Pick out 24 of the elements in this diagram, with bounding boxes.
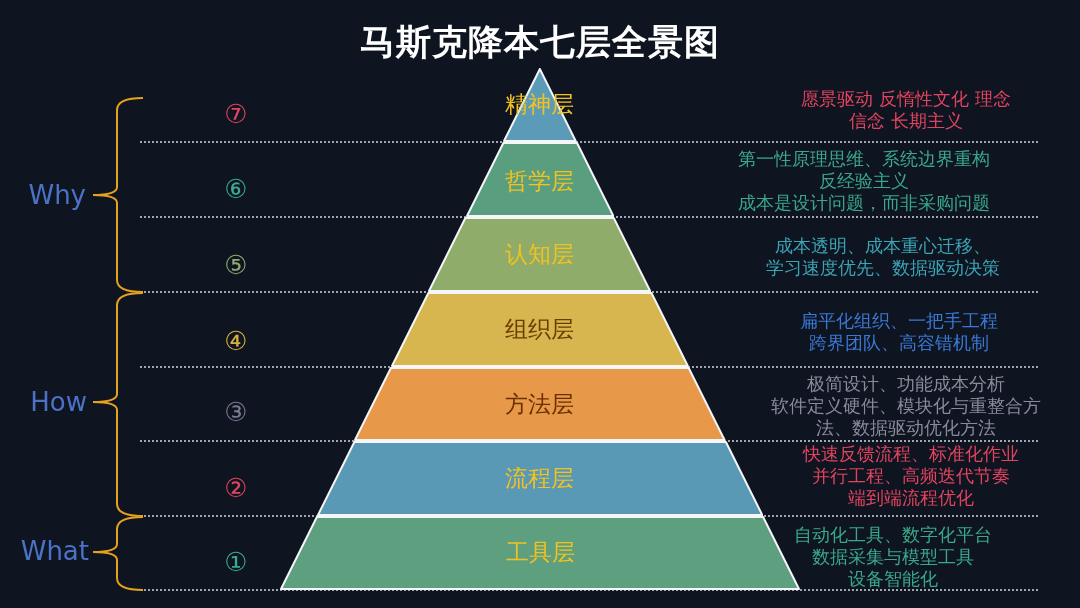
layer-label: 流程层: [505, 463, 575, 493]
layer-label: 工具层: [505, 537, 575, 567]
layer-description: 成本透明、成本重心迁移、学习速度优先、数据驱动决策: [766, 235, 1000, 279]
group-label: What: [20, 536, 89, 566]
layer-label: 哲学层: [505, 166, 575, 196]
layer-description: 快速反馈流程、标准化作业并行工程、高频迭代节奏端到端流程优化: [803, 443, 1019, 509]
callout-number: ②: [224, 473, 248, 503]
callout-number: ③: [224, 397, 248, 427]
layer-description: 愿景驱动 反惰性文化 理念信念 长期主义: [801, 88, 1011, 132]
callout-number: ⑥: [224, 174, 248, 204]
layer-label: 组织层: [505, 314, 575, 344]
callout-number: ⑤: [224, 250, 248, 280]
layer-label: 认知层: [505, 239, 575, 269]
callout-number: ①: [224, 547, 248, 577]
layer-label: 方法层: [505, 389, 575, 419]
group-label: How: [30, 387, 87, 417]
layer-description: 自动化工具、数字化平台数据采集与模型工具设备智能化: [794, 524, 992, 590]
group-label: Why: [28, 180, 86, 210]
callout-number: ④: [224, 326, 248, 356]
layer-description: 第一性原理思维、系统边界重构反经验主义成本是设计问题，而非采购问题: [738, 148, 990, 214]
callout-number: ⑦: [224, 99, 248, 129]
title: 马斯克降本七层全景图: [360, 20, 720, 64]
layer-description: 扁平化组织、一把手工程跨界团队、高容错机制: [800, 310, 998, 354]
layer-description: 极简设计、功能成本分析软件定义硬件、模块化与重整合方法、数据驱动优化方法: [771, 373, 1041, 439]
